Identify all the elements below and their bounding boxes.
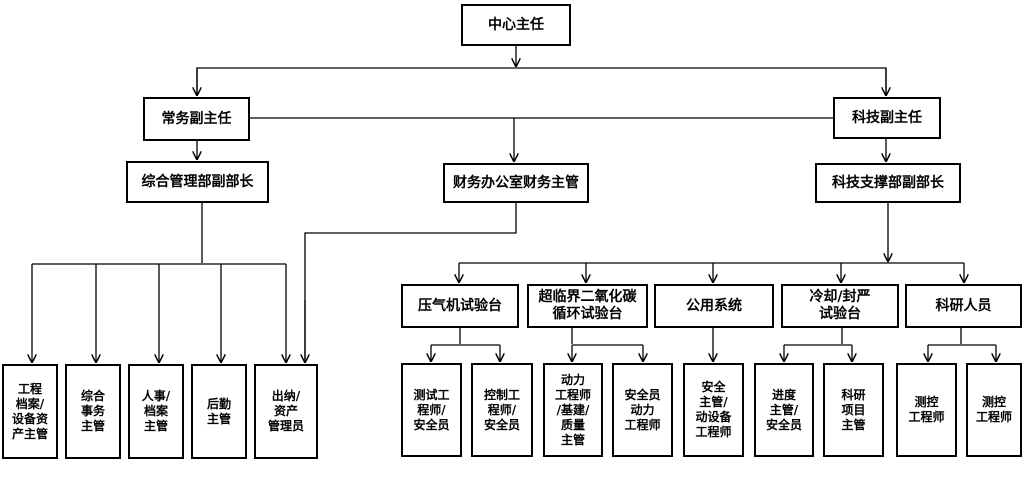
group-role-box: 科研 项目 主管 bbox=[823, 363, 884, 457]
tech-dept-box: 科技支撑部副部长 bbox=[815, 163, 961, 203]
finance-box: 财务办公室财务主管 bbox=[443, 163, 589, 203]
group-role-box: 安全 主管/ 动设备 工程师 bbox=[683, 363, 744, 457]
group-box: 公用系统 bbox=[654, 284, 774, 328]
admin-role-box: 出纳/ 资产 管理员 bbox=[254, 364, 318, 459]
group-role-box: 安全员 动力 工程师 bbox=[612, 363, 673, 457]
admin-role-box: 后勤 主管 bbox=[191, 364, 247, 459]
group-box: 压气机试验台 bbox=[401, 284, 519, 328]
group-box: 冷却/封严 试验台 bbox=[781, 284, 899, 328]
admin-dept-box: 综合管理部副部长 bbox=[126, 161, 269, 203]
director-box: 中心主任 bbox=[461, 4, 571, 46]
group-role-box: 测控 工程师 bbox=[896, 363, 957, 457]
group-role-box: 测控 工程师 bbox=[966, 363, 1022, 457]
group-role-box: 动力 工程师 /基建/ 质量 主管 bbox=[543, 363, 603, 457]
group-role-box: 进度 主管/ 安全员 bbox=[754, 363, 814, 457]
tech-deputy-box: 科技副主任 bbox=[833, 97, 941, 139]
executive-deputy-box: 常务副主任 bbox=[143, 97, 250, 141]
admin-role-box: 人事/ 档案 主管 bbox=[128, 364, 184, 459]
group-role-box: 控制工 程师/ 安全员 bbox=[471, 363, 533, 457]
admin-role-box: 工程 档案/ 设备资 产主管 bbox=[2, 364, 58, 459]
group-role-box: 测试工 程师/ 安全员 bbox=[401, 363, 462, 457]
admin-role-box: 综合 事务 主管 bbox=[65, 364, 121, 459]
group-box: 超临界二氧化碳 循环试验台 bbox=[527, 284, 648, 328]
group-box: 科研人员 bbox=[905, 284, 1022, 328]
